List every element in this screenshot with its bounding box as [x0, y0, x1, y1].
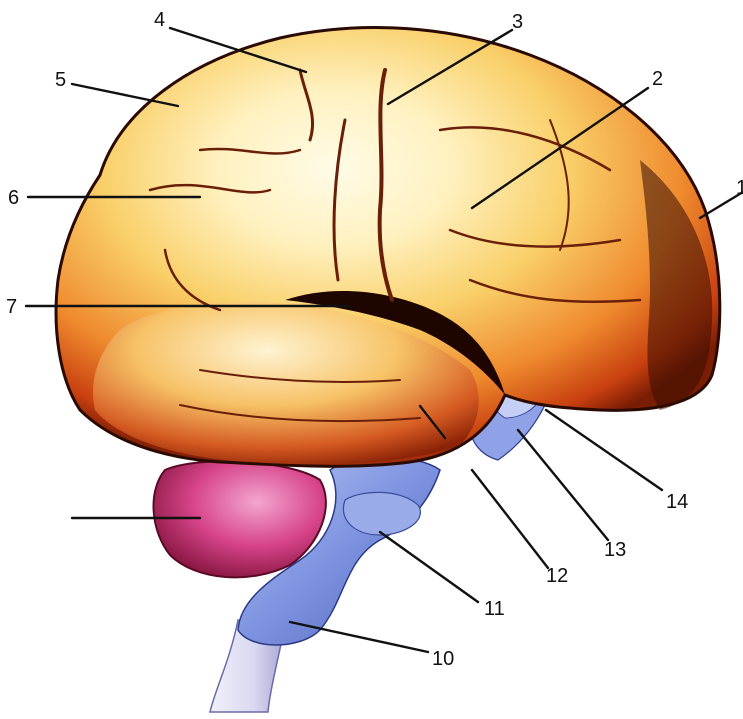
leader-line-12 — [472, 470, 548, 568]
pons-shape — [343, 492, 420, 535]
leader-line-13 — [518, 430, 608, 540]
label-4: 4 — [154, 9, 165, 31]
label-12: 12 — [546, 565, 568, 587]
label-6: 6 — [8, 187, 19, 209]
leader-line-11 — [380, 532, 478, 602]
label-1: 1 — [736, 177, 743, 199]
label-10: 10 — [432, 648, 454, 670]
label-14: 14 — [666, 491, 688, 513]
label-2: 2 — [652, 68, 663, 90]
label-11: 11 — [484, 598, 505, 620]
label-7: 7 — [6, 296, 17, 318]
label-13: 13 — [604, 539, 626, 561]
label-3: 3 — [512, 11, 523, 33]
label-5: 5 — [55, 69, 66, 91]
leader-line-14 — [546, 410, 662, 490]
